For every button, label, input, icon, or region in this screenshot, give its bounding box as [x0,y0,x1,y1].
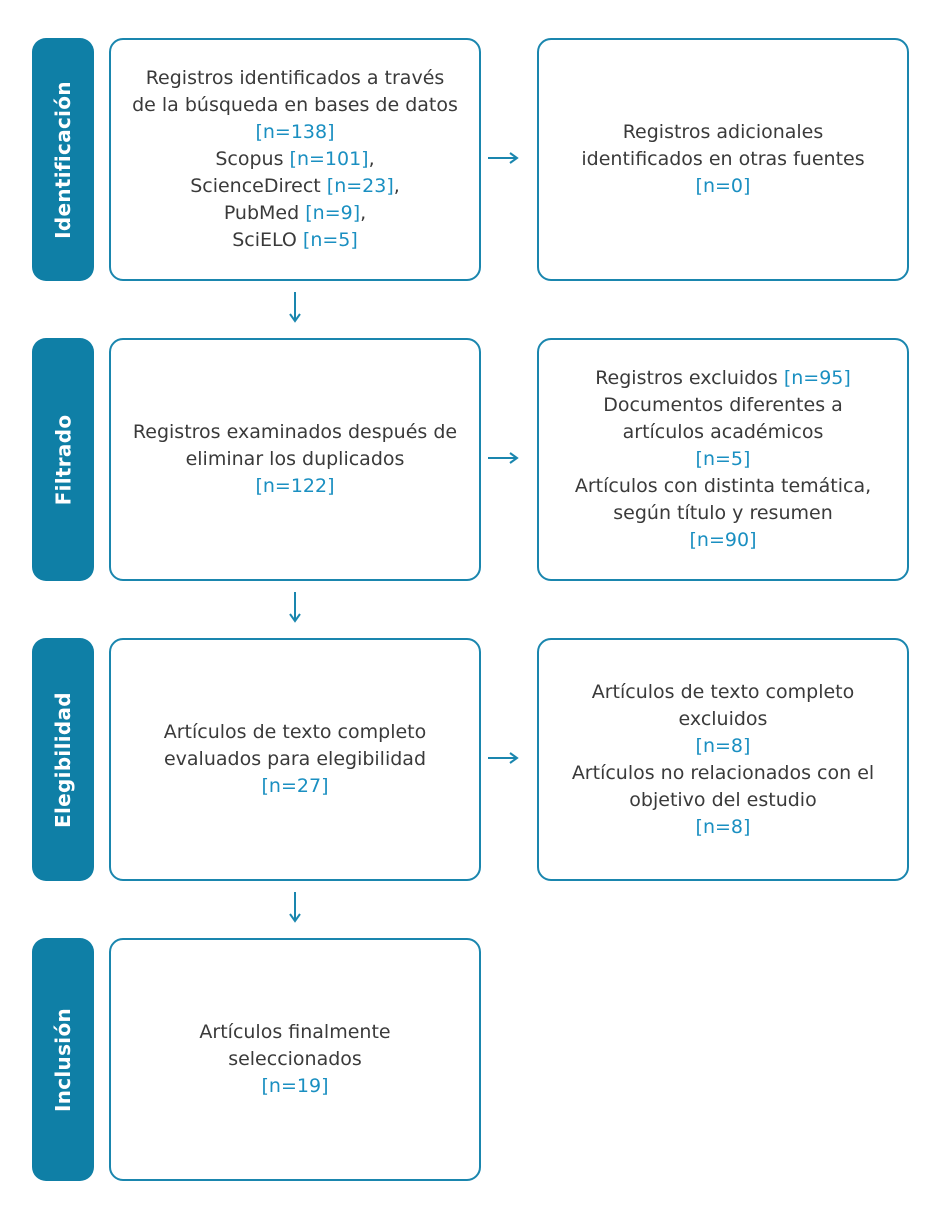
excluded-line: Registros excluidos [n=95] [595,365,851,392]
source-name: SciELO [232,229,303,251]
count-label: [n=23] [326,175,394,197]
count-label: [n=101] [289,148,369,170]
stage-elegibilidad: Elegibilidad [32,638,94,881]
count-label: [n=8] [695,734,751,757]
box-text: Registros adicionales [622,121,824,143]
count-label: [n=138] [255,121,335,143]
box-text: seleccionados [228,1048,362,1070]
box-text: Registros excluidos [595,367,784,389]
box-text: de la búsqueda en bases de datos [132,94,458,116]
box-text: Artículos finalmente [199,1021,391,1043]
box-text: Registros identificados a través [145,67,445,89]
arrow-down-icon [289,292,301,323]
source-line-scielo: SciELO [n=5] [232,227,358,254]
count-label: [n=90] [689,529,757,551]
additional-records-box: Registros adicionales identificados en o… [537,38,909,281]
box-text: eliminar los duplicados [185,448,405,470]
stage-label: Identificación [51,80,75,239]
box-text: objetivo del estudio [629,788,817,811]
count-label: [n=5] [302,229,358,251]
full-text-excluded-box: Artículos de texto completo excluidos [n… [537,638,909,881]
box-text: excluidos [678,707,768,730]
stage-inclusion: Inclusión [32,938,94,1181]
count-label: [n=27] [261,775,329,797]
box-text: Documentos diferentes a [603,394,843,416]
arrow-down-icon [289,592,301,623]
count-label: [n=9] [305,202,361,224]
box-text: Artículos con distinta temática, [574,475,872,497]
box-text: identificados en otras fuentes [581,148,865,170]
box-text: Artículos de texto completo [163,721,427,743]
box-text: Artículos de texto completo [591,680,855,703]
separator: , [368,148,375,170]
source-line-scopus: Scopus [n=101], [215,146,374,173]
count-label: [n=0] [695,175,751,197]
source-name: ScienceDirect [190,175,327,197]
eligibility-assessed-box: Artículos de texto completo evaluados pa… [109,638,481,881]
source-name: PubMed [223,202,306,224]
stage-label: Inclusión [51,1007,76,1112]
box-text: artículos académicos [622,421,824,443]
stage-label: Elegibilidad [51,691,75,828]
count-label: [n=8] [695,815,751,838]
box-text: Registros examinados después de [132,421,458,443]
separator: , [393,175,400,197]
excluded-records-box: Registros excluidos [n=95] Documentos di… [537,338,909,581]
screened-records-box: Registros examinados después de eliminar… [109,338,481,581]
separator: , [360,202,367,224]
arrow-right-icon [488,452,519,464]
stage-label: Filtrado [51,414,75,505]
count-label: [n=122] [255,475,335,497]
stage-identificacion: Identificación [32,38,94,281]
source-line-sciencedirect: ScienceDirect [n=23], [190,173,400,200]
arrow-right-icon [488,152,519,164]
source-name: Scopus [215,148,290,170]
identified-records-box: Registros identificados a través de la b… [109,38,481,281]
stage-filtrado: Filtrado [32,338,94,581]
arrow-down-icon [289,892,301,923]
count-label: [n=5] [695,448,751,470]
included-articles-box: Artículos finalmente seleccionados [n=19… [109,938,481,1181]
count-label: [n=95] [783,367,851,389]
count-label: [n=19] [261,1075,329,1097]
source-line-pubmed: PubMed [n=9], [224,200,366,227]
arrow-right-icon [488,752,519,764]
box-text: según título y resumen [613,502,833,524]
box-text: evaluados para elegibilidad [163,748,427,770]
box-text: Artículos no relacionados con el [571,761,875,784]
